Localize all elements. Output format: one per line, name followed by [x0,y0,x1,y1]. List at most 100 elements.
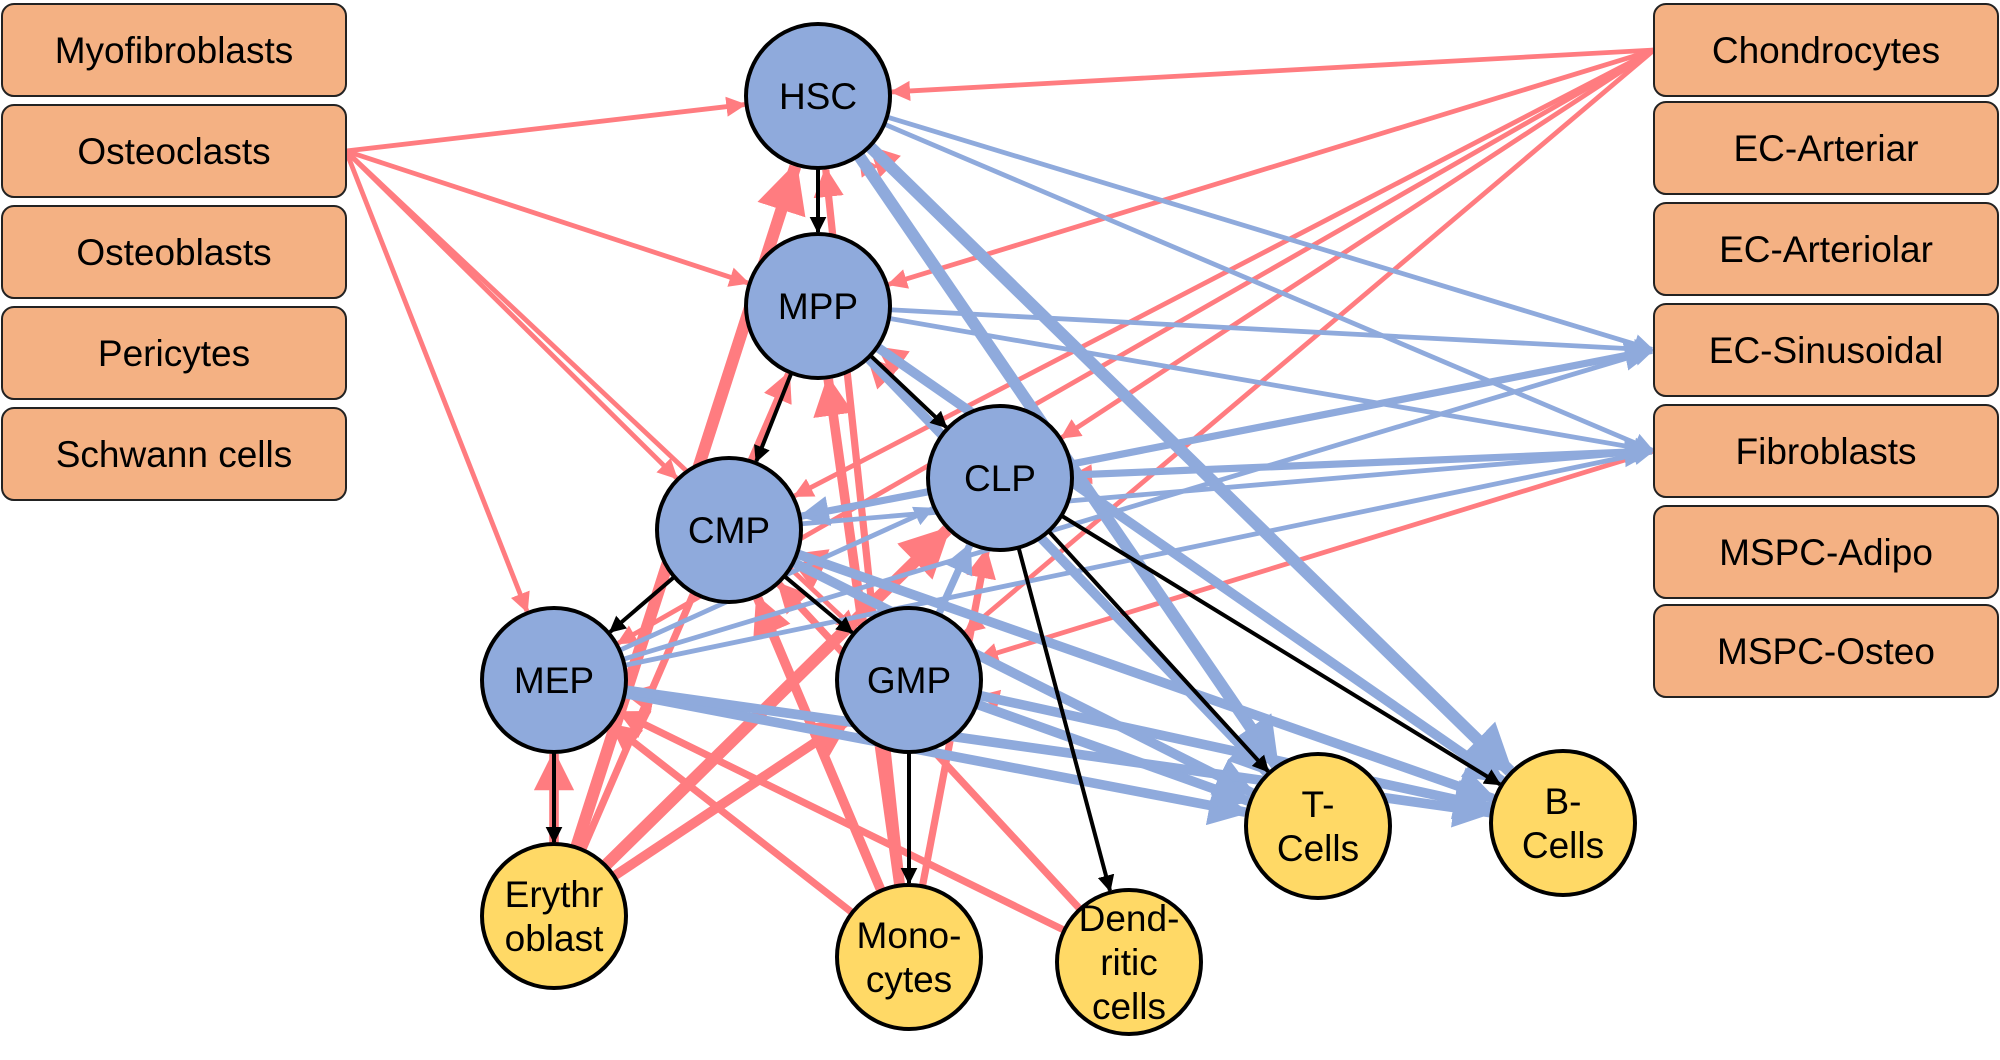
blue-edge-mpp-to-fibroblasts [888,315,1655,458]
left-niche-cell-column: MyofibroblastsOsteoclastsOsteoblastsPeri… [1,3,347,501]
lineage-edge-cmp-to-mep [608,575,676,634]
cell-node-circle [1244,752,1392,900]
blue-edge-hsc-to-bcells [865,141,1515,776]
red-edge-erythroblast-to-gmp [611,716,851,881]
niche-box-label: Osteoblasts [76,232,271,273]
niche-box-bg [1,3,347,97]
niche-box-bg [1653,505,1999,599]
cell-node-hsc: HSC [744,22,892,170]
niche-box-osteoblasts: Osteoblasts [1,205,347,299]
lineage-edge-mpp-to-cmp [754,372,794,463]
red-edge-monocytes-to-mep [609,722,855,916]
red-edge-osteoclasts-to-mpp [345,148,750,287]
niche-box-label: Schwann cells [56,434,293,475]
niche-box-schwann: Schwann cells [1,407,347,501]
niche-box-mspc-osteo: MSPC-Osteo [1653,604,1999,698]
cell-node-cmp: CMP [655,456,803,604]
niche-box-label: EC-Sinusoidal [1709,330,1943,371]
niche-box-myofibroblasts: Myofibroblasts [1,3,347,97]
cell-node-label: HSC [779,76,857,117]
cell-node-mep: MEP [480,606,628,754]
cell-node-label: GMP [867,660,951,701]
cell-node-label: MEP [514,660,594,701]
cell-node-label: cells [1092,986,1166,1027]
red-edge-fibroblasts-to-gmp [977,448,1655,663]
cell-node-circle [835,606,983,754]
blue-edge-mpp-to-ec-sinusoidal [889,307,1655,360]
niche-box-label: MSPC-Osteo [1717,631,1935,672]
lineage-edge-clp-to-bcells [1060,513,1502,787]
lineage-edge-cmp-to-gmp [783,574,854,635]
cell-node-label: Dend- [1079,898,1180,939]
cell-node-tcells: T-Cells [1244,752,1392,900]
red-edge-monocytes-to-cmp [753,594,886,893]
niche-box-ec-arteriolar: EC-Arteriolar [1653,202,1999,296]
cell-node-label: Cells [1522,825,1604,866]
cell-node-gmp: GMP [835,606,983,754]
blue-edge-cmp-to-tcells [791,558,1256,798]
cell-node-bcells: B-Cells [1489,749,1637,897]
niche-box-label: Osteoclasts [77,131,270,172]
blue-edge-hsc-to-ec-sinusoidal [886,114,1655,354]
niche-box-label: Myofibroblasts [55,30,294,71]
cell-node-label: Cells [1277,828,1359,869]
red-edge-chondrocytes-to-mpp [886,47,1655,289]
red-edge-osteoclasts-to-hsc [345,96,747,154]
niche-box-mspc-adipo: MSPC-Adipo [1653,505,1999,599]
red-edge-chondrocytes-to-gmp [963,48,1656,635]
cell-node-mpp: MPP [744,232,892,380]
niche-box-ec-arteriar: EC-Arteriar [1653,101,1999,195]
niche-box-label: EC-Arteriolar [1719,229,1933,270]
niche-box-label: Fibroblasts [1736,431,1917,472]
blue-edge-mep-to-tcells [623,688,1250,826]
cell-node-circle [926,404,1074,552]
cell-node-label: MPP [778,286,858,327]
red-edge-osteoclasts-to-mep [343,150,530,614]
niche-box-bg [1,306,347,400]
cell-node-label: B- [1545,781,1582,822]
cell-node-label: CLP [964,458,1036,499]
cell-node-clp: CLP [926,404,1074,552]
blue-edge-hsc-to-fibroblasts [883,121,1655,453]
cell-node-label: Mono- [857,915,962,956]
niche-box-ec-sinusoidal: EC-Sinusoidal [1653,303,1999,397]
blue-edge-gmp-to-tcells [975,699,1253,808]
niche-box-fibroblasts: Fibroblasts [1653,404,1999,498]
cell-node-label: oblast [505,918,604,959]
niche-box-bg [1653,604,1999,698]
cell-node-monocytes: Mono-cytes [835,883,983,1031]
cell-node-label: CMP [688,510,770,551]
blue-edge-mep-to-fibroblasts [623,445,1655,668]
red-edge-dendritic-to-mep [617,709,1066,934]
blue-edge-clp-to-fibroblasts [1071,437,1656,479]
niche-box-chondrocytes: Chondrocytes [1653,3,1999,97]
niche-box-bg [1653,202,1999,296]
niche-box-osteoclasts: Osteoclasts [1,104,347,198]
niche-box-label: MSPC-Adipo [1719,532,1933,573]
niche-box-bg [1653,101,1999,195]
cell-node-circle [744,22,892,170]
niche-box-label: Chondrocytes [1712,30,1940,71]
lineage-edge-clp-to-tcells [1047,529,1270,773]
niche-box-bg [1,205,347,299]
niche-box-bg [1653,303,1999,397]
cell-node-label: Erythr [505,874,604,915]
cell-node-circle [480,606,628,754]
cell-node-circle [1489,749,1637,897]
cell-node-circle [1055,888,1203,1036]
niche-box-bg [1653,3,1999,97]
lineage-edge-mpp-to-clp [868,354,948,429]
cell-node-label: cytes [866,959,952,1000]
right-niche-cell-column: ChondrocytesEC-ArteriarEC-ArteriolarEC-S… [1653,3,1999,698]
cell-node-circle [655,456,803,604]
blue-edge-cmp-to-bcells [795,549,1497,806]
blue-interaction-edges [618,114,1656,828]
red-edge-chondrocytes-to-clp [1060,47,1656,440]
niche-box-pericytes: Pericytes [1,306,347,400]
red-edge-chondrocytes-to-hsc [889,47,1655,102]
cell-node-circle [480,842,628,990]
